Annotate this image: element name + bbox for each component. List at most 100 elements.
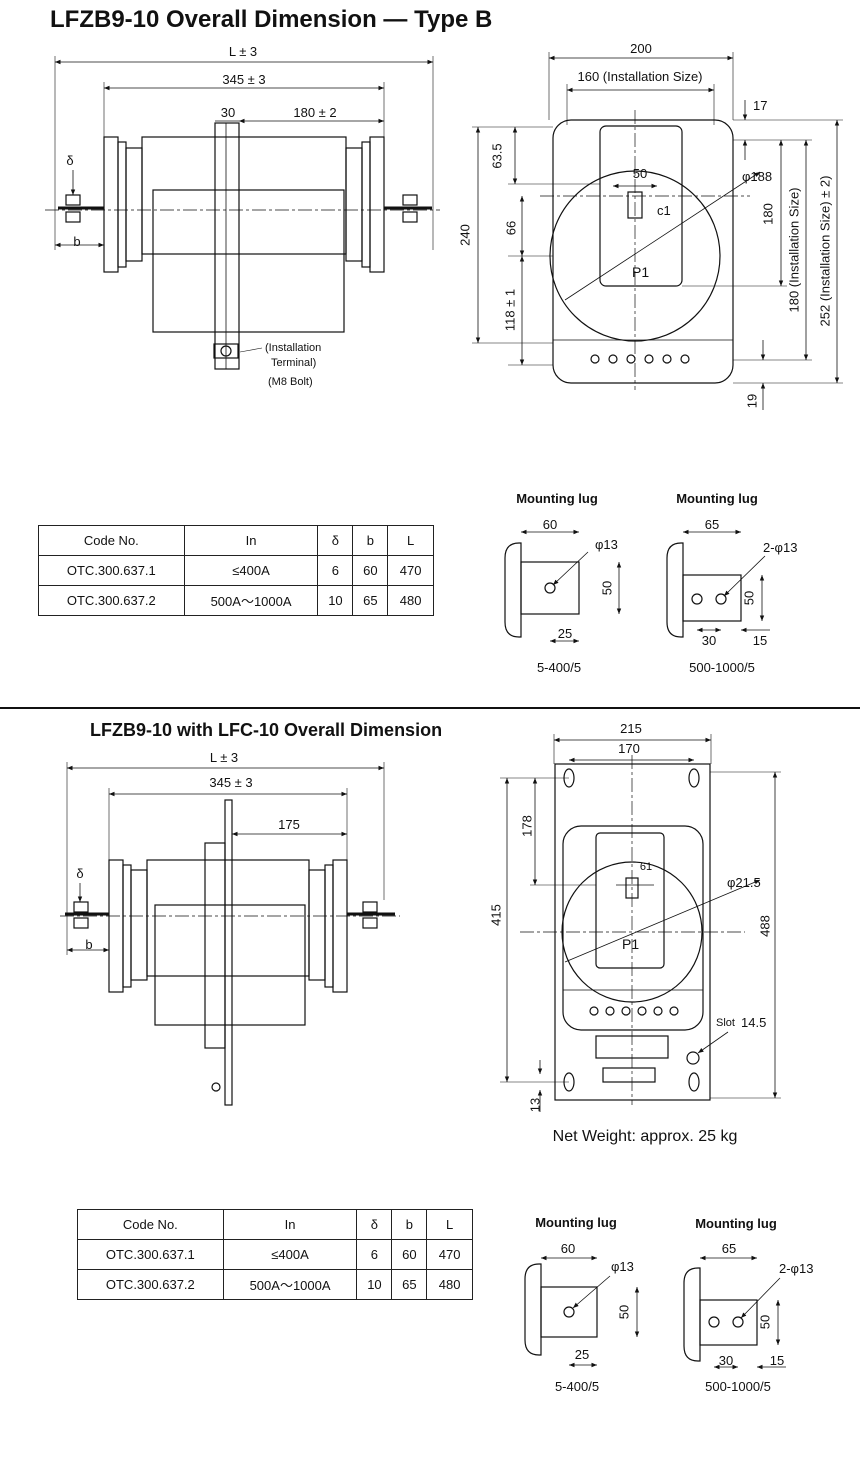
s2-lug-b-dim-15: 15 (769, 1353, 785, 1368)
s2-side-view (60, 762, 400, 1106)
cell: 60 (391, 1239, 428, 1270)
s1-dim-phi188: φ188 (742, 169, 773, 184)
s1-lug-b-dim-65: 65 (704, 517, 720, 532)
s2-lug-b-title: Mounting lug (695, 1216, 777, 1231)
s2-lug-a-dim-50: 50 (616, 1304, 632, 1320)
cell: 470 (387, 555, 434, 586)
s1-lug-a-dim-60: 60 (542, 517, 558, 532)
cell: 500A〜1000A (222, 1269, 358, 1300)
s2-dim-13: 13 (527, 1097, 543, 1113)
s2-lug-a-caption: 5-400/5 (554, 1379, 600, 1394)
section1-title: LFZB9-10 Overall Dimension — Type B (50, 6, 493, 33)
s1-lug-b-dim-15: 15 (752, 633, 768, 648)
s2-p1: P1 (622, 936, 640, 952)
s1-b: b (73, 234, 81, 249)
table-row: OTC.300.637.2 500A〜1000A 10 65 480 (77, 1269, 473, 1300)
s2-slot-label: Slot (716, 1017, 735, 1029)
cell: 60 (352, 555, 389, 586)
s2-delta: δ (76, 866, 84, 881)
s1-dim-66: 66 (503, 220, 519, 236)
s1-dim-180: 180 ± 2 (293, 105, 337, 120)
section-divider (0, 707, 860, 709)
header-code: Code No. (38, 525, 185, 556)
cell: 480 (387, 585, 434, 616)
header-delta: δ (356, 1209, 393, 1240)
s1-lug-a (504, 529, 622, 644)
header-in: In (222, 1209, 358, 1240)
s2-lug-b-caption: 500-1000/5 (705, 1379, 771, 1394)
s2-lug-b-dim-30: 30 (718, 1353, 734, 1368)
s1-dim-50: 50 (632, 166, 648, 181)
cell: 480 (426, 1269, 473, 1300)
cell: 500A〜1000A (183, 585, 319, 616)
s2-lug-a-title: Mounting lug (535, 1215, 617, 1230)
s1-dim-17: 17 (753, 98, 768, 113)
s2-spec-table: Code No. In δ b L OTC.300.637.1 ≤400A 6 … (77, 1209, 473, 1300)
s1-dim-30: 30 (220, 105, 236, 120)
s1-lug-b-dim-30: 30 (701, 633, 717, 648)
section2-title: LFZB9-10 with LFC-10 Overall Dimension (90, 720, 443, 740)
s2-lug-b-dim-65: 65 (721, 1241, 737, 1256)
s1-lug-b-title: Mounting lug (676, 491, 758, 506)
header-b: b (352, 525, 389, 556)
s1-dim-200: 200 (630, 41, 652, 56)
header-l: L (387, 525, 434, 556)
s1-dim-L: L ± 3 (228, 44, 258, 59)
s1-spec-table: Code No. In δ b L OTC.300.637.1 ≤400A 6 … (38, 525, 434, 616)
s1-dim-c1: c1 (657, 203, 671, 218)
s1-lug-a-caption: 5-400/5 (536, 660, 582, 675)
s1-dim-180-install: 180 (Installation Size) (786, 187, 802, 313)
s1-dim-118: 118 ± 1 (502, 288, 518, 332)
s1-terminal-note-2: Terminal) (271, 357, 317, 369)
s2-dim-178: 178 (519, 815, 535, 837)
s1-terminal-note-3: (M8 Bolt) (268, 376, 313, 388)
s1-lug-b-phi: 2-φ13 (763, 540, 798, 555)
header-code: Code No. (77, 1209, 224, 1240)
cell: OTC.300.637.1 (38, 555, 185, 586)
s1-dim-345: 345 ± 3 (222, 72, 266, 87)
s2-slot-value: 14.5 (741, 1015, 767, 1030)
s2-net-weight: Net Weight: approx. 25 kg (552, 1128, 738, 1145)
header-in: In (183, 525, 319, 556)
cell: OTC.300.637.1 (77, 1239, 224, 1270)
s2-lug-a (524, 1255, 640, 1368)
cell: ≤400A (183, 555, 319, 586)
s2-dim-L: L ± 3 (209, 750, 239, 765)
s1-lug-a-dim-25: 25 (557, 626, 573, 641)
s1-delta: δ (66, 153, 74, 168)
s1-lug-b-caption: 500-1000/5 (689, 660, 755, 675)
s1-terminal-note-1: (Installation (265, 342, 322, 354)
s1-dim-252: 252 (Installation Size) ± 2) (817, 175, 833, 327)
s2-lug-a-phi: φ13 (611, 1259, 634, 1274)
table-row: OTC.300.637.1 ≤400A 6 60 470 (77, 1239, 473, 1270)
s2-lug-b-dim-50: 50 (757, 1314, 773, 1330)
cell: OTC.300.637.2 (38, 585, 185, 616)
s1-side-view (45, 56, 440, 370)
s2-dim-61: 61 (639, 861, 653, 873)
s1-dim-240: 240 (457, 224, 473, 246)
table-row: OTC.300.637.1 ≤400A 6 60 470 (38, 555, 434, 586)
s2-dim-345: 345 ± 3 (209, 775, 253, 790)
s2-lug-b-phi: 2-φ13 (779, 1261, 814, 1276)
header-b: b (391, 1209, 428, 1240)
s2-dim-175: 175 (278, 817, 300, 832)
cell: 470 (426, 1239, 473, 1270)
s2-dim-phi21-5: φ21.5 (727, 875, 761, 890)
s1-lug-b (666, 529, 770, 638)
cell: ≤400A (222, 1239, 358, 1270)
header-delta: δ (317, 525, 354, 556)
s1-lug-a-title: Mounting lug (516, 491, 598, 506)
cell: 65 (391, 1269, 428, 1300)
table-header-row: Code No. In δ b L (38, 525, 434, 556)
s2-lug-b (683, 1255, 786, 1370)
s2-lug-a-dim-25: 25 (574, 1347, 590, 1362)
s1-dim-160: 160 (Installation Size) (577, 69, 703, 84)
cell: OTC.300.637.2 (77, 1269, 224, 1300)
s1-dim-180-front: 180 (760, 203, 776, 225)
s1-dim-63-5: 63.5 (489, 143, 505, 169)
s1-lug-a-dim-50: 50 (599, 580, 615, 596)
table-row: OTC.300.637.2 500A〜1000A 10 65 480 (38, 585, 434, 616)
s1-p1: P1 (632, 264, 650, 280)
s2-b: b (85, 937, 93, 952)
